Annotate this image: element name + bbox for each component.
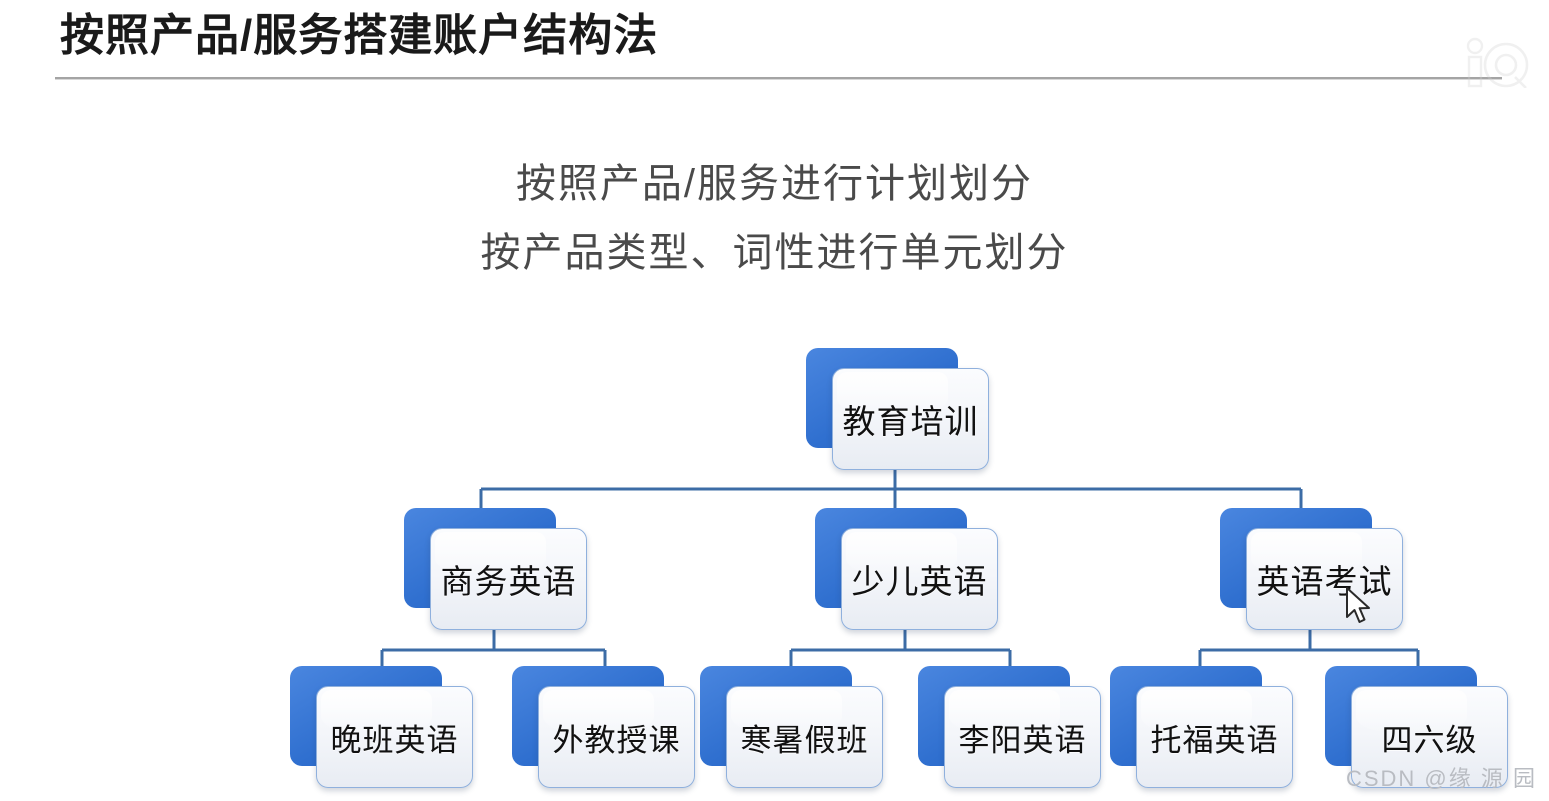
node-card[interactable]: 四六级: [1351, 686, 1508, 788]
node-card[interactable]: 外教授课: [538, 686, 695, 788]
csdn-watermark: CSDN @缘 源 园: [1345, 766, 1537, 791]
org-node-kids-english[interactable]: 少儿英语: [815, 508, 998, 630]
page-title: 按照产品/服务搭建账户结构法: [60, 11, 659, 60]
node-label: 外教授课: [552, 722, 681, 758]
node-card[interactable]: 少儿英语: [841, 528, 998, 630]
org-node-foreign-teacher[interactable]: 外教授课: [512, 666, 695, 788]
node-label: 四六级: [1381, 722, 1478, 758]
node-label: 寒暑假班: [740, 722, 869, 758]
org-node-cet46[interactable]: 四六级: [1325, 666, 1508, 788]
node-card[interactable]: 商务英语: [430, 528, 587, 630]
org-node-liyang-english[interactable]: 李阳英语: [918, 666, 1101, 788]
node-card[interactable]: 托福英语: [1136, 686, 1293, 788]
org-node-business-english[interactable]: 商务英语: [404, 508, 587, 630]
org-node-root[interactable]: 教育培训: [806, 348, 989, 470]
node-card[interactable]: 寒暑假班: [726, 686, 883, 788]
title-divider: [55, 77, 1502, 80]
node-label: 李阳英语: [958, 722, 1087, 758]
org-node-holiday-class[interactable]: 寒暑假班: [700, 666, 883, 788]
node-card[interactable]: 英语考试: [1246, 528, 1403, 630]
org-node-english-exam[interactable]: 英语考试: [1220, 508, 1403, 630]
node-label: 教育培训: [842, 403, 979, 440]
org-node-evening-english[interactable]: 晚班英语: [290, 666, 473, 788]
org-node-toefl-english[interactable]: 托福英语: [1110, 666, 1293, 788]
node-label: 托福英语: [1150, 722, 1279, 758]
subtitle-line-2: 按产品类型、词性进行单元划分: [480, 230, 1069, 275]
subtitle-block: 按照产品/服务进行计划划分 按产品类型、词性进行单元划分: [0, 150, 1549, 288]
node-label: 晚班英语: [330, 722, 459, 758]
node-label: 商务英语: [440, 563, 577, 600]
node-label: 英语考试: [1256, 563, 1393, 600]
node-card[interactable]: 晚班英语: [316, 686, 473, 788]
node-label: 少儿英语: [851, 563, 988, 600]
node-card[interactable]: 李阳英语: [944, 686, 1101, 788]
node-card[interactable]: 教育培训: [832, 368, 989, 470]
subtitle-line-1: 按照产品/服务进行计划划分: [515, 162, 1034, 206]
